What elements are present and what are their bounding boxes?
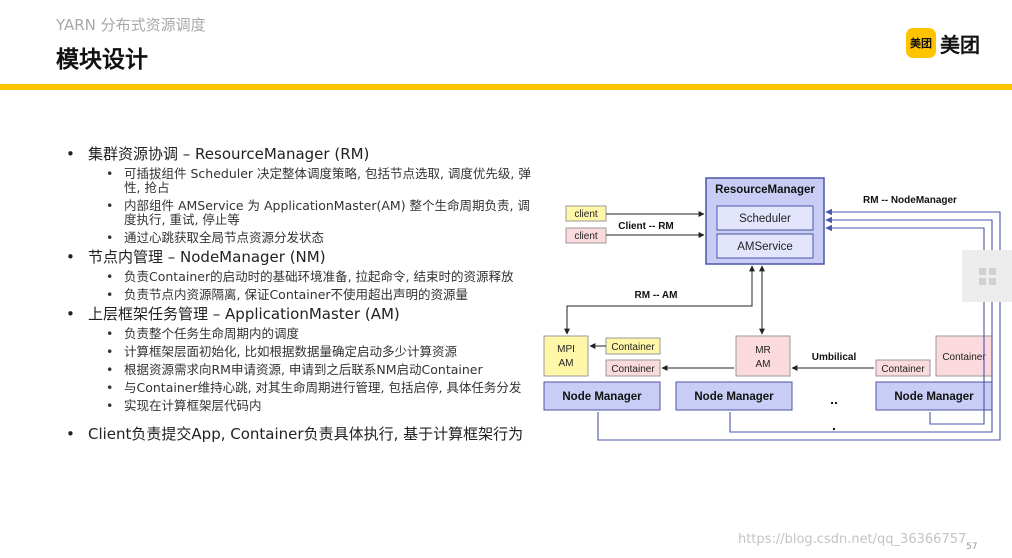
rm-mpi-am-arrow: [564, 265, 755, 335]
slide-title: 模块设计: [56, 47, 148, 73]
sub-bullet: 计算框架层面初始化, 比如根据数据量确定启动多少计算资源: [66, 345, 536, 360]
node-manager-box: Node Manager: [675, 381, 793, 411]
amservice-label: AMService: [737, 241, 793, 253]
amservice-box: AMService: [716, 233, 814, 259]
bullet-client: Client负责提交App, Container负责具体执行, 基于计算框架行为: [66, 425, 536, 443]
bullet-list: 集群资源协调 – ResourceManager (RM) 可插拔组件 Sche…: [66, 142, 536, 443]
sub-bullet: 内部组件 AMService 为 ApplicationMaster(AM) 整…: [66, 199, 536, 227]
mr-am-line2: AM: [756, 359, 771, 370]
sub-bullet: 通过心跳获取全局节点资源分发状态: [66, 231, 536, 246]
mpi-am-box: MPI AM: [543, 335, 589, 377]
client-box-1: client: [565, 205, 607, 222]
header-accent-bar: [0, 84, 1012, 90]
node-manager-label: Node Manager: [894, 391, 974, 403]
node-manager-label: Node Manager: [562, 391, 642, 403]
side-toolbar-button[interactable]: [962, 250, 1012, 302]
sub-bullet: 与Container维持心跳, 对其生命周期进行管理, 包括启停, 具体任务分发: [66, 381, 536, 396]
container-box: Container: [605, 359, 661, 377]
container-label: Container: [942, 352, 986, 363]
sub-bullet: 根据资源需求向RM申请资源, 申请到之后联系NM启动Container: [66, 363, 536, 378]
scheduler-box: Scheduler: [716, 205, 814, 231]
container-label: Container: [881, 364, 925, 375]
logo-text: 美团: [940, 32, 980, 57]
client-rm-label: Client -- RM: [618, 221, 674, 232]
sub-bullet: 实现在计算框架层代码内: [66, 399, 536, 414]
mpi-am-line1: MPI: [557, 344, 575, 355]
node-manager-label: Node Manager: [694, 391, 774, 403]
container-label: Container: [611, 364, 655, 375]
rm-nm-label: RM -- NodeManager: [863, 195, 957, 206]
scheduler-label: Scheduler: [739, 213, 791, 225]
rm-am-label: RM -- AM: [635, 290, 678, 301]
node-manager-box: Node Manager: [875, 381, 993, 411]
logo-badge: 美团: [906, 28, 936, 58]
sub-bullet: 负责节点内资源隔离, 保证Container不使用超出声明的资源量: [66, 288, 536, 303]
client-label: client: [574, 209, 598, 220]
container-box: Container: [875, 359, 931, 377]
client-box-2: client: [565, 227, 607, 244]
container-label: Container: [611, 342, 655, 353]
grid-icon: [979, 268, 996, 285]
mpi-am-line2: AM: [559, 358, 574, 369]
ellipsis-dots: .: [832, 417, 836, 433]
mr-am-line1: MR: [755, 345, 771, 356]
mr-am-box: MR AM: [735, 335, 791, 377]
page-number: 57: [966, 542, 978, 552]
rm-nm-heartbeat-lines: [597, 208, 1001, 441]
ellipsis-dots: ..: [830, 391, 838, 407]
rm-title: ResourceManager: [715, 184, 815, 196]
umbilical-label: Umbilical: [812, 352, 857, 363]
node-manager-box: Node Manager: [543, 381, 661, 411]
meituan-logo: 美团 美团: [906, 28, 980, 58]
url-watermark: https://blog.csdn.net/qq_36366757: [738, 532, 967, 547]
bullet-rm: 集群资源协调 – ResourceManager (RM): [66, 145, 536, 163]
sub-bullet: 负责Container的启动时的基础环境准备, 拉起命令, 结束时的资源释放: [66, 270, 536, 285]
sub-bullet: 负责整个任务生命周期内的调度: [66, 327, 536, 342]
deck-subtitle: YARN 分布式资源调度: [56, 16, 206, 34]
bullet-am: 上层框架任务管理 – ApplicationMaster (AM): [66, 305, 536, 323]
container-box: Container: [605, 337, 661, 355]
bullet-nm: 节点内管理 – NodeManager (NM): [66, 248, 536, 266]
client-label: client: [574, 231, 598, 242]
sub-bullet: 可插拔组件 Scheduler 决定整体调度策略, 包括节点选取, 调度优先级,…: [66, 167, 536, 195]
